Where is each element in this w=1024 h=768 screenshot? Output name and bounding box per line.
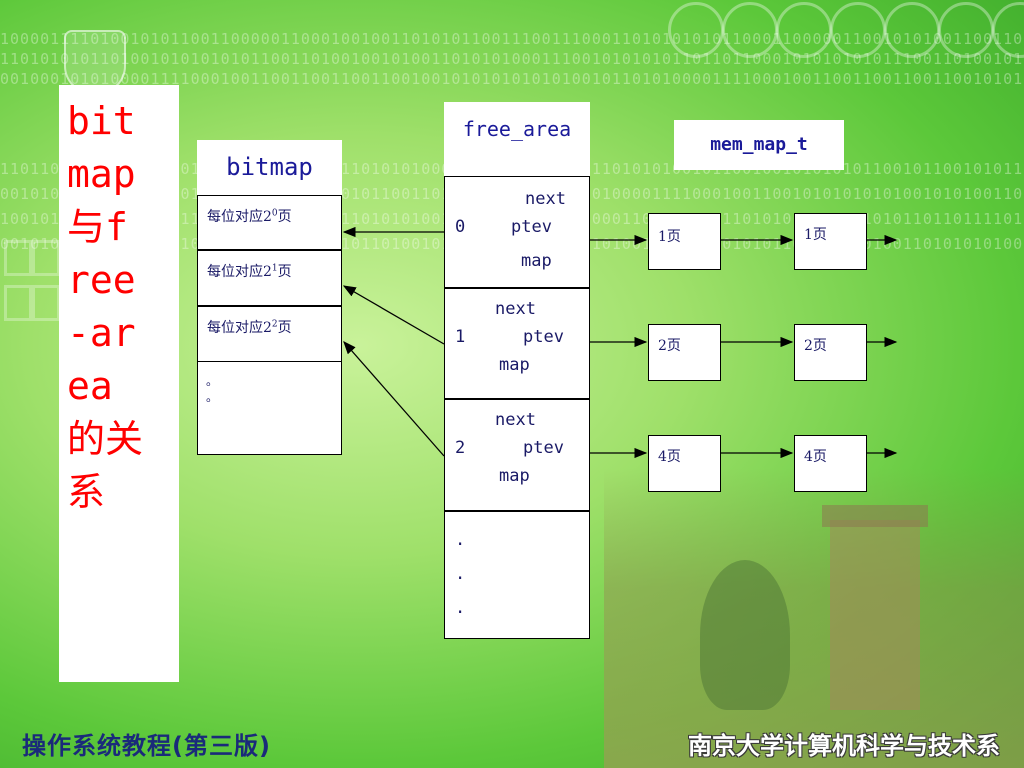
arrow-free-area-1-to-bitmap-1	[342, 285, 445, 345]
footer-department: 南京大学计算机科学与技术系	[688, 732, 1000, 760]
bitmap-header: bitmap	[197, 140, 342, 195]
mem-map-row-0-page-0-label: 1页	[658, 229, 681, 245]
free-area-0-ptev: ptev	[511, 217, 552, 237]
bitmap-row-0-exp: 0	[271, 208, 278, 219]
free-area-header: free_area	[444, 102, 590, 176]
campus-building-photo	[604, 468, 1024, 768]
bitmap-row-2-label: 每位对应22页	[207, 317, 292, 337]
mem-map-row-1-page-0: 2页	[648, 324, 721, 381]
bitmap-row-1-suffix: 页	[277, 264, 292, 280]
free-area-0-next: next	[525, 189, 566, 209]
bitmap-row-2: 每位对应22页	[197, 306, 342, 362]
bitmap-row-2-suffix: 页	[277, 320, 292, 336]
arrow-free-area-2-to-bitmap-2	[343, 341, 445, 457]
free-area-2-ptev: ptev	[523, 438, 564, 458]
bitmap-row-1: 每位对应21页	[197, 250, 342, 306]
free-area-1-next: next	[495, 299, 536, 319]
mem-map-row-0-page-1-label: 1页	[804, 227, 827, 243]
bitmap-row-1-text: 每位对应2	[207, 264, 272, 280]
mem-map-row-1-page-1: 2页	[794, 324, 867, 381]
binary-background-row: 1101010101101001010101010110011010010010…	[0, 50, 1024, 68]
mem-map-row-2-page-1: 4页	[794, 435, 867, 492]
mem-map-row-1-page-0-label: 2页	[658, 338, 681, 354]
free-area-0-map: map	[521, 251, 552, 271]
free-area-dot-2: .	[455, 598, 466, 618]
free-area-1-map: map	[499, 355, 530, 375]
mem-map-row-2-page-0: 4页	[648, 435, 721, 492]
bitmap-row-0: 每位对应20页	[197, 195, 342, 250]
bitmap-ellipsis-1: 。	[206, 390, 219, 404]
mem-map-row-1-page-1-label: 2页	[804, 338, 827, 354]
free-area-entry-1: next 1 ptev map	[444, 288, 590, 399]
decorative-square	[32, 285, 60, 321]
clock-tower-silhouette	[830, 520, 920, 710]
binary-background-row: 0010001010100001111000100110011001100110…	[0, 70, 1024, 88]
free-area-2-map: map	[499, 466, 530, 486]
slide-title: bitmap与free-area的关系	[67, 99, 144, 514]
mem-map-header: mem_map_t	[674, 120, 844, 170]
free-area-2-index: 2	[455, 438, 466, 458]
free-area-1-ptev: ptev	[523, 327, 564, 347]
free-area-dot-0: .	[455, 530, 466, 550]
free-area-entry-0: next 0 ptev map	[444, 176, 590, 288]
mem-map-row-2-page-0-label: 4页	[658, 449, 681, 465]
title-panel: bitmap与free-area的关系	[59, 85, 179, 682]
decorative-square	[4, 285, 32, 321]
bitmap-ellipsis-0: 。	[206, 374, 219, 388]
university-logo-icon	[64, 30, 126, 94]
free-area-2-next: next	[495, 410, 536, 430]
mem-map-row-0-page-1: 1页	[794, 213, 867, 270]
mem-map-row-2-page-1-label: 4页	[804, 449, 827, 465]
footer-course-title: 操作系统教程(第三版)	[22, 732, 271, 760]
mem-map-row-0-page-0: 1页	[648, 213, 721, 270]
free-area-entry-2: next 2 ptev map	[444, 399, 590, 511]
free-area-dot-1: .	[455, 564, 466, 584]
bitmap-row-2-text: 每位对应2	[207, 320, 272, 336]
bitmap-row-0-suffix: 页	[277, 209, 292, 225]
free-area-more: . . .	[444, 511, 590, 639]
bitmap-row-0-label: 每位对应20页	[207, 206, 292, 226]
bitmap-row-1-label: 每位对应21页	[207, 261, 292, 281]
tree-silhouette	[700, 560, 790, 710]
bitmap-row-0-text: 每位对应2	[207, 209, 272, 225]
bitmap-row-1-exp: 1	[271, 263, 278, 274]
free-area-1-index: 1	[455, 327, 466, 347]
decorative-square	[4, 240, 32, 276]
clock-tower-roof	[822, 505, 928, 527]
free-area-0-index: 0	[455, 217, 466, 237]
decorative-square	[32, 240, 60, 276]
bitmap-row-2-exp: 2	[271, 319, 278, 330]
